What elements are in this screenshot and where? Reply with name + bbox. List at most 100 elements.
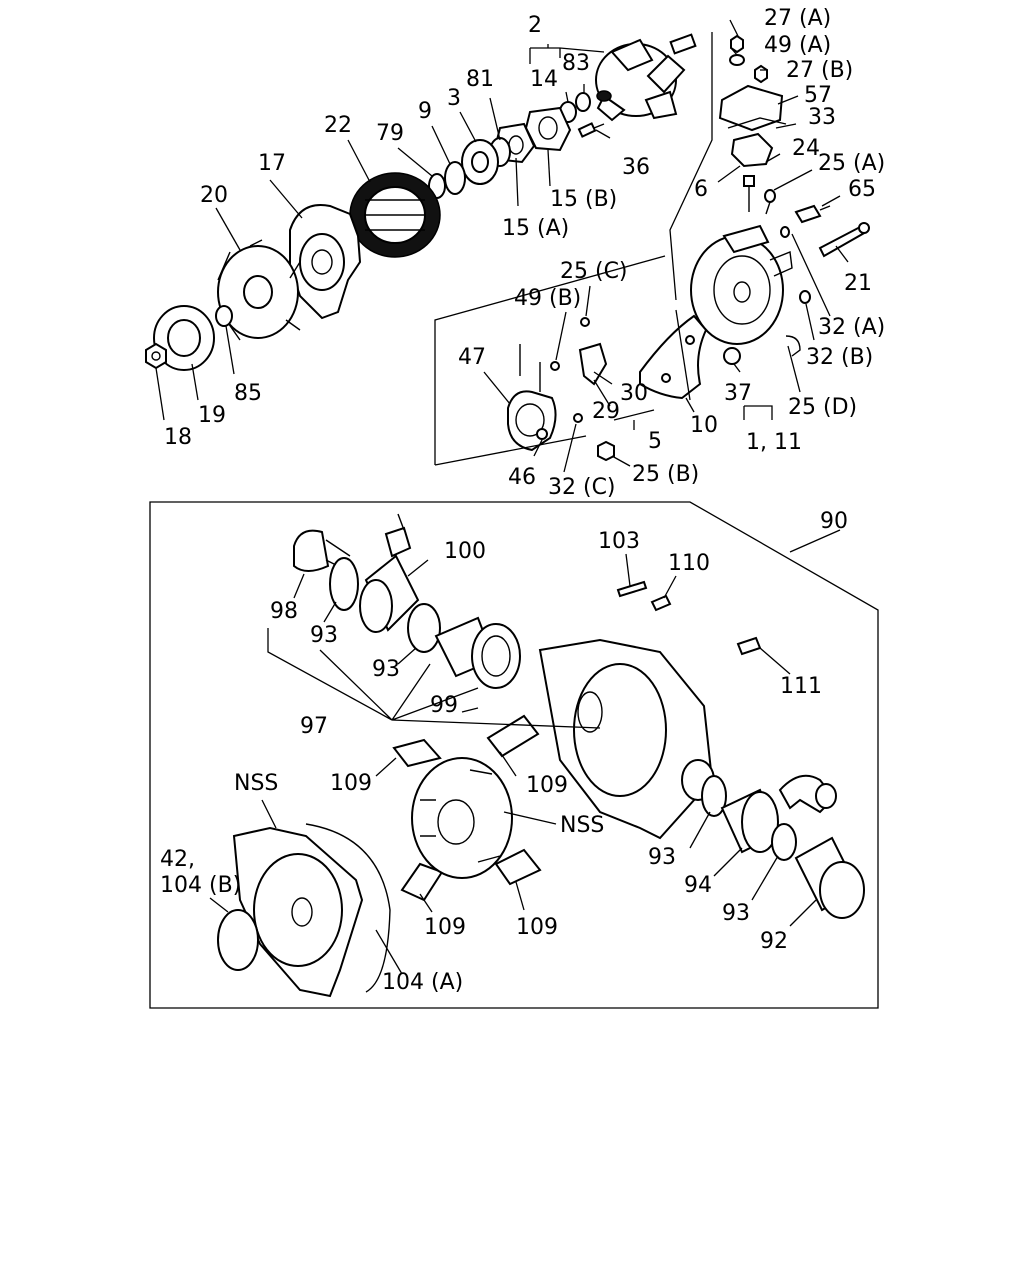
label-65: 65 <box>848 177 876 202</box>
label-100: 100 <box>444 539 486 564</box>
label-17: 17 <box>258 151 286 176</box>
label-3: 3 <box>447 86 461 111</box>
label-5: 5 <box>648 429 662 454</box>
washer-93-c <box>701 775 727 817</box>
vane-109-a <box>392 738 442 768</box>
label-93a: 93 <box>310 623 338 648</box>
label-97: 97 <box>300 714 328 739</box>
part-labels: 2 27 (A) 49 (A) 27 (B) 83 14 81 3 57 22 … <box>160 6 885 995</box>
label-99: 99 <box>430 693 458 718</box>
screw-110 <box>650 594 672 612</box>
label-46: 46 <box>508 465 536 490</box>
label-57: 57 <box>804 83 832 108</box>
label-33: 33 <box>808 105 836 130</box>
end-plate-47 <box>507 344 557 452</box>
vane-109-b <box>486 714 540 758</box>
terminal-25d <box>785 335 801 357</box>
pump-housing <box>538 638 715 840</box>
vane-109-d <box>494 848 542 886</box>
washer-93-lower <box>407 603 441 653</box>
label-85: 85 <box>234 381 262 406</box>
label-37: 37 <box>724 381 752 406</box>
label-15b: 15 (B) <box>550 187 617 212</box>
label-nss-1: NSS <box>234 771 278 796</box>
washer-37 <box>723 347 741 365</box>
label-83: 83 <box>562 51 590 76</box>
label-49a: 49 (A) <box>764 33 831 58</box>
terminal-bracket-6 <box>730 132 774 168</box>
fan-20 <box>217 239 301 341</box>
label-29: 29 <box>592 399 620 424</box>
brush-holder-29 <box>578 342 608 386</box>
nut-18 <box>145 342 167 370</box>
label-93d: 93 <box>722 901 750 926</box>
bearing-3 <box>461 139 499 185</box>
label-79: 79 <box>376 121 404 146</box>
label-94: 94 <box>684 873 712 898</box>
label-25b: 25 (B) <box>632 462 699 487</box>
washer-93-d <box>771 823 797 861</box>
label-20: 20 <box>200 183 228 208</box>
snap-ring-83 <box>575 92 591 112</box>
label-42: 42, <box>160 847 195 872</box>
label-1-11: 1, 11 <box>746 430 802 455</box>
cover-57 <box>718 84 784 132</box>
label-104b: 104 (B) <box>160 873 241 898</box>
key-103 <box>616 580 648 598</box>
label-47: 47 <box>458 345 486 370</box>
spacer-85 <box>215 305 233 327</box>
label-109c: 109 <box>424 915 466 940</box>
label-10: 10 <box>690 413 718 438</box>
fitting-94 <box>720 788 780 854</box>
label-98: 98 <box>270 599 298 624</box>
label-111: 111 <box>780 674 822 699</box>
label-49b: 49 (B) <box>514 286 581 311</box>
rectifier-10 <box>639 314 708 400</box>
label-110: 110 <box>668 551 710 576</box>
label-25a: 25 (A) <box>818 151 885 176</box>
label-32c: 32 (C) <box>548 475 616 500</box>
label-6: 6 <box>694 177 708 202</box>
pump-rotor <box>411 757 513 879</box>
label-81: 81 <box>466 67 494 92</box>
elbow-fitting <box>778 774 837 814</box>
label-93b: 93 <box>372 657 400 682</box>
label-2: 2 <box>528 13 542 38</box>
label-32a: 32 (A) <box>818 315 885 340</box>
screw-111 <box>736 636 762 656</box>
label-24: 24 <box>792 136 820 161</box>
nut-25c <box>580 317 590 327</box>
washer-93-upper <box>329 557 359 611</box>
label-nss-2: NSS <box>560 813 604 838</box>
label-25c: 25 (C) <box>560 259 628 284</box>
label-30: 30 <box>620 381 648 406</box>
pump-cover <box>232 826 364 998</box>
label-104a: 104 (A) <box>382 970 463 995</box>
label-14: 14 <box>530 67 558 92</box>
label-27b: 27 (B) <box>786 58 853 83</box>
nut-32a <box>780 226 790 238</box>
label-103: 103 <box>598 529 640 554</box>
label-109a: 109 <box>330 771 372 796</box>
screw-36 <box>577 122 605 138</box>
rotor-assembly <box>595 33 697 122</box>
bolt-24 <box>743 175 755 212</box>
nut-25b <box>597 440 615 462</box>
washer-49a <box>729 54 745 66</box>
label-32b: 32 (B) <box>806 345 873 370</box>
label-109b: 109 <box>526 773 568 798</box>
label-93c: 93 <box>648 845 676 870</box>
label-25d: 25 (D) <box>788 395 857 420</box>
nut-27b <box>754 64 768 84</box>
terminal-25a <box>764 189 776 215</box>
pulley-19 <box>153 305 215 371</box>
bolt-92 <box>794 836 865 919</box>
bolt-46 <box>536 428 548 440</box>
banjo-fitting-100 <box>359 513 420 633</box>
leader-lines-bottom <box>209 553 817 975</box>
label-15a: 15 (A) <box>502 216 569 241</box>
label-90: 90 <box>820 509 848 534</box>
connector-65 <box>794 204 831 224</box>
label-18: 18 <box>164 425 192 450</box>
